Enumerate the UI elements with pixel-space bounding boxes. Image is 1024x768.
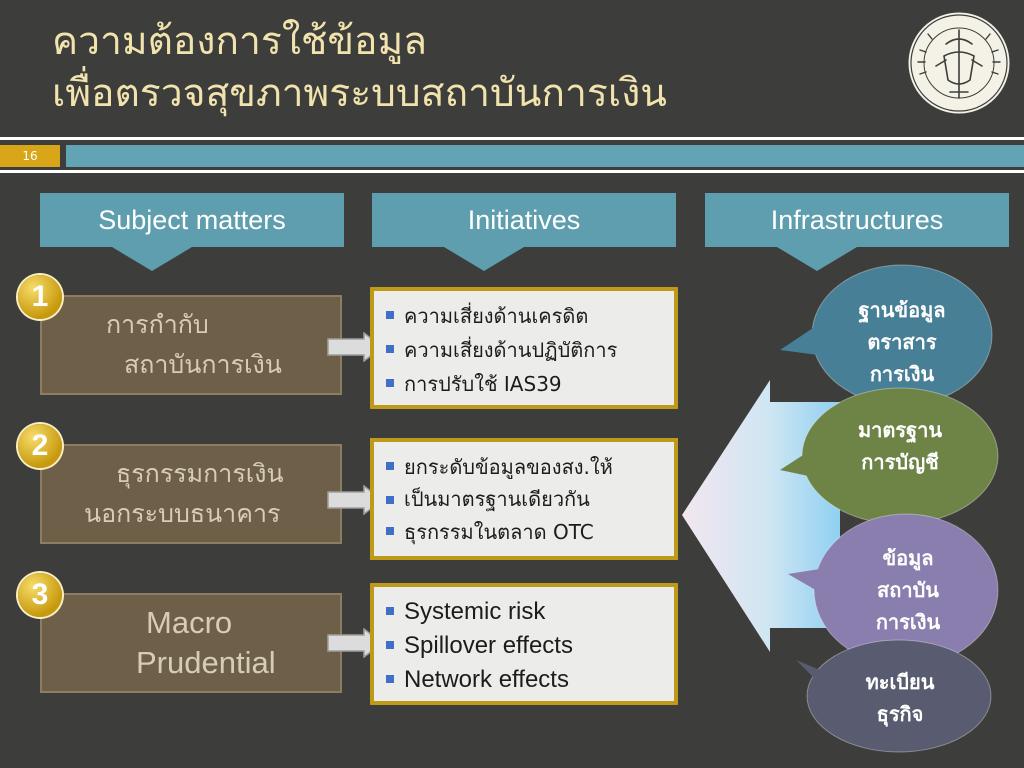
bubble-institution-data: ข้อมูล สถาบัน การเงิน bbox=[846, 542, 970, 638]
top-divider bbox=[0, 137, 1024, 140]
number-badge-1: 1 bbox=[18, 275, 62, 319]
bubble-accounting-standards: มาตรฐาน การบัญชี bbox=[838, 414, 962, 478]
bubble-shape-2 bbox=[780, 387, 999, 525]
subject-3-line-2: Prudential bbox=[136, 645, 276, 680]
number-badge-2: 2 bbox=[18, 424, 62, 468]
bubble-business-registry: ทะเบียน ธุรกิจ bbox=[838, 666, 962, 730]
subject-box-2: ธุรกรรมการเงิน นอกระบบธนาคาร bbox=[40, 444, 342, 544]
subject-2-line-2: นอกระบบธนาคาร bbox=[84, 499, 281, 528]
subject-3-line-1: Macro bbox=[146, 605, 233, 640]
bubble-1-line-3: การเงิน bbox=[869, 362, 935, 386]
slide-title-line-2: เพื่อตรวจสุขภาพระบบสถาบันการเงิน bbox=[52, 71, 667, 116]
bubble-shape-1 bbox=[780, 264, 993, 406]
subject-box-3: Macro Prudential bbox=[40, 593, 342, 693]
bubble-2-line-2: การบัญชี bbox=[861, 450, 939, 474]
subject-1-line-1: การกำกับ bbox=[106, 310, 209, 339]
header-initiatives: Initiatives bbox=[372, 193, 676, 271]
bubble-3-line-1: ข้อมูล bbox=[882, 546, 934, 570]
subject-2-line-1: ธุรกรรมการเงิน bbox=[116, 459, 284, 488]
bottom-divider bbox=[0, 170, 1024, 173]
accent-bar bbox=[66, 145, 1024, 167]
slide-title: ความต้องการใช้ข้อมูล เพื่อตรวจสุขภาพระบบ… bbox=[52, 16, 667, 120]
initiative-1-item-1: ความเสี่ยงด้านเครดิต bbox=[386, 299, 670, 333]
bubble-securities-database: ฐานข้อมูล ตราสาร การเงิน bbox=[842, 294, 962, 390]
infrastructure-arrow bbox=[682, 380, 840, 652]
header-infrastructures: Infrastructures bbox=[705, 193, 1009, 271]
initiative-2-item-2-text: เป็นมาตรฐานเดียวกัน bbox=[404, 487, 590, 511]
subject-box-1: การกำกับ สถาบันการเงิน bbox=[40, 295, 342, 395]
bubble-2-line-1: มาตรฐาน bbox=[857, 418, 943, 442]
page-number: 16 bbox=[0, 145, 60, 167]
bubble-1-line-2: ตราสาร bbox=[867, 330, 937, 354]
bank-seal-logo bbox=[907, 11, 1011, 115]
slide-title-line-1: ความต้องการใช้ข้อมูล bbox=[52, 19, 428, 64]
bubble-4-line-2: ธุรกิจ bbox=[876, 702, 924, 726]
initiative-2-item-2: เป็นมาตรฐานเดียวกัน bbox=[386, 484, 670, 515]
subject-1-line-2: สถาบันการเงิน bbox=[124, 350, 282, 379]
initiative-box-2: ยกระดับข้อมูลของสง.ให้ เป็นมาตรฐานเดียวก… bbox=[370, 438, 678, 560]
initiative-3-item-2: Spillover effects bbox=[386, 629, 670, 663]
initiative-1-item-3: การปรับใช้ IAS39 bbox=[386, 367, 670, 401]
initiative-2-item-1: ยกระดับข้อมูลของสง.ให้ bbox=[386, 450, 670, 484]
initiative-3-item-3: Network effects bbox=[386, 663, 670, 697]
number-badge-3: 3 bbox=[18, 573, 62, 617]
bubble-shape-4 bbox=[796, 639, 992, 753]
initiative-box-1: ความเสี่ยงด้านเครดิต ความเสี่ยงด้านปฏิบั… bbox=[370, 287, 678, 409]
initiative-box-3: Systemic risk Spillover effects Network … bbox=[370, 583, 678, 705]
bubble-3-line-3: การเงิน bbox=[875, 610, 941, 634]
header-subject-matters: Subject matters bbox=[40, 193, 344, 271]
bubble-3-line-2: สถาบัน bbox=[877, 578, 939, 602]
bubble-1-line-1: ฐานข้อมูล bbox=[858, 298, 946, 322]
initiative-3-item-1: Systemic risk bbox=[386, 595, 670, 629]
bubble-4-line-1: ทะเบียน bbox=[865, 670, 935, 694]
initiative-2-item-3: ธุรกรรมในตลาด OTC bbox=[386, 515, 670, 549]
initiative-1-item-2: ความเสี่ยงด้านปฏิบัติการ bbox=[386, 333, 670, 367]
